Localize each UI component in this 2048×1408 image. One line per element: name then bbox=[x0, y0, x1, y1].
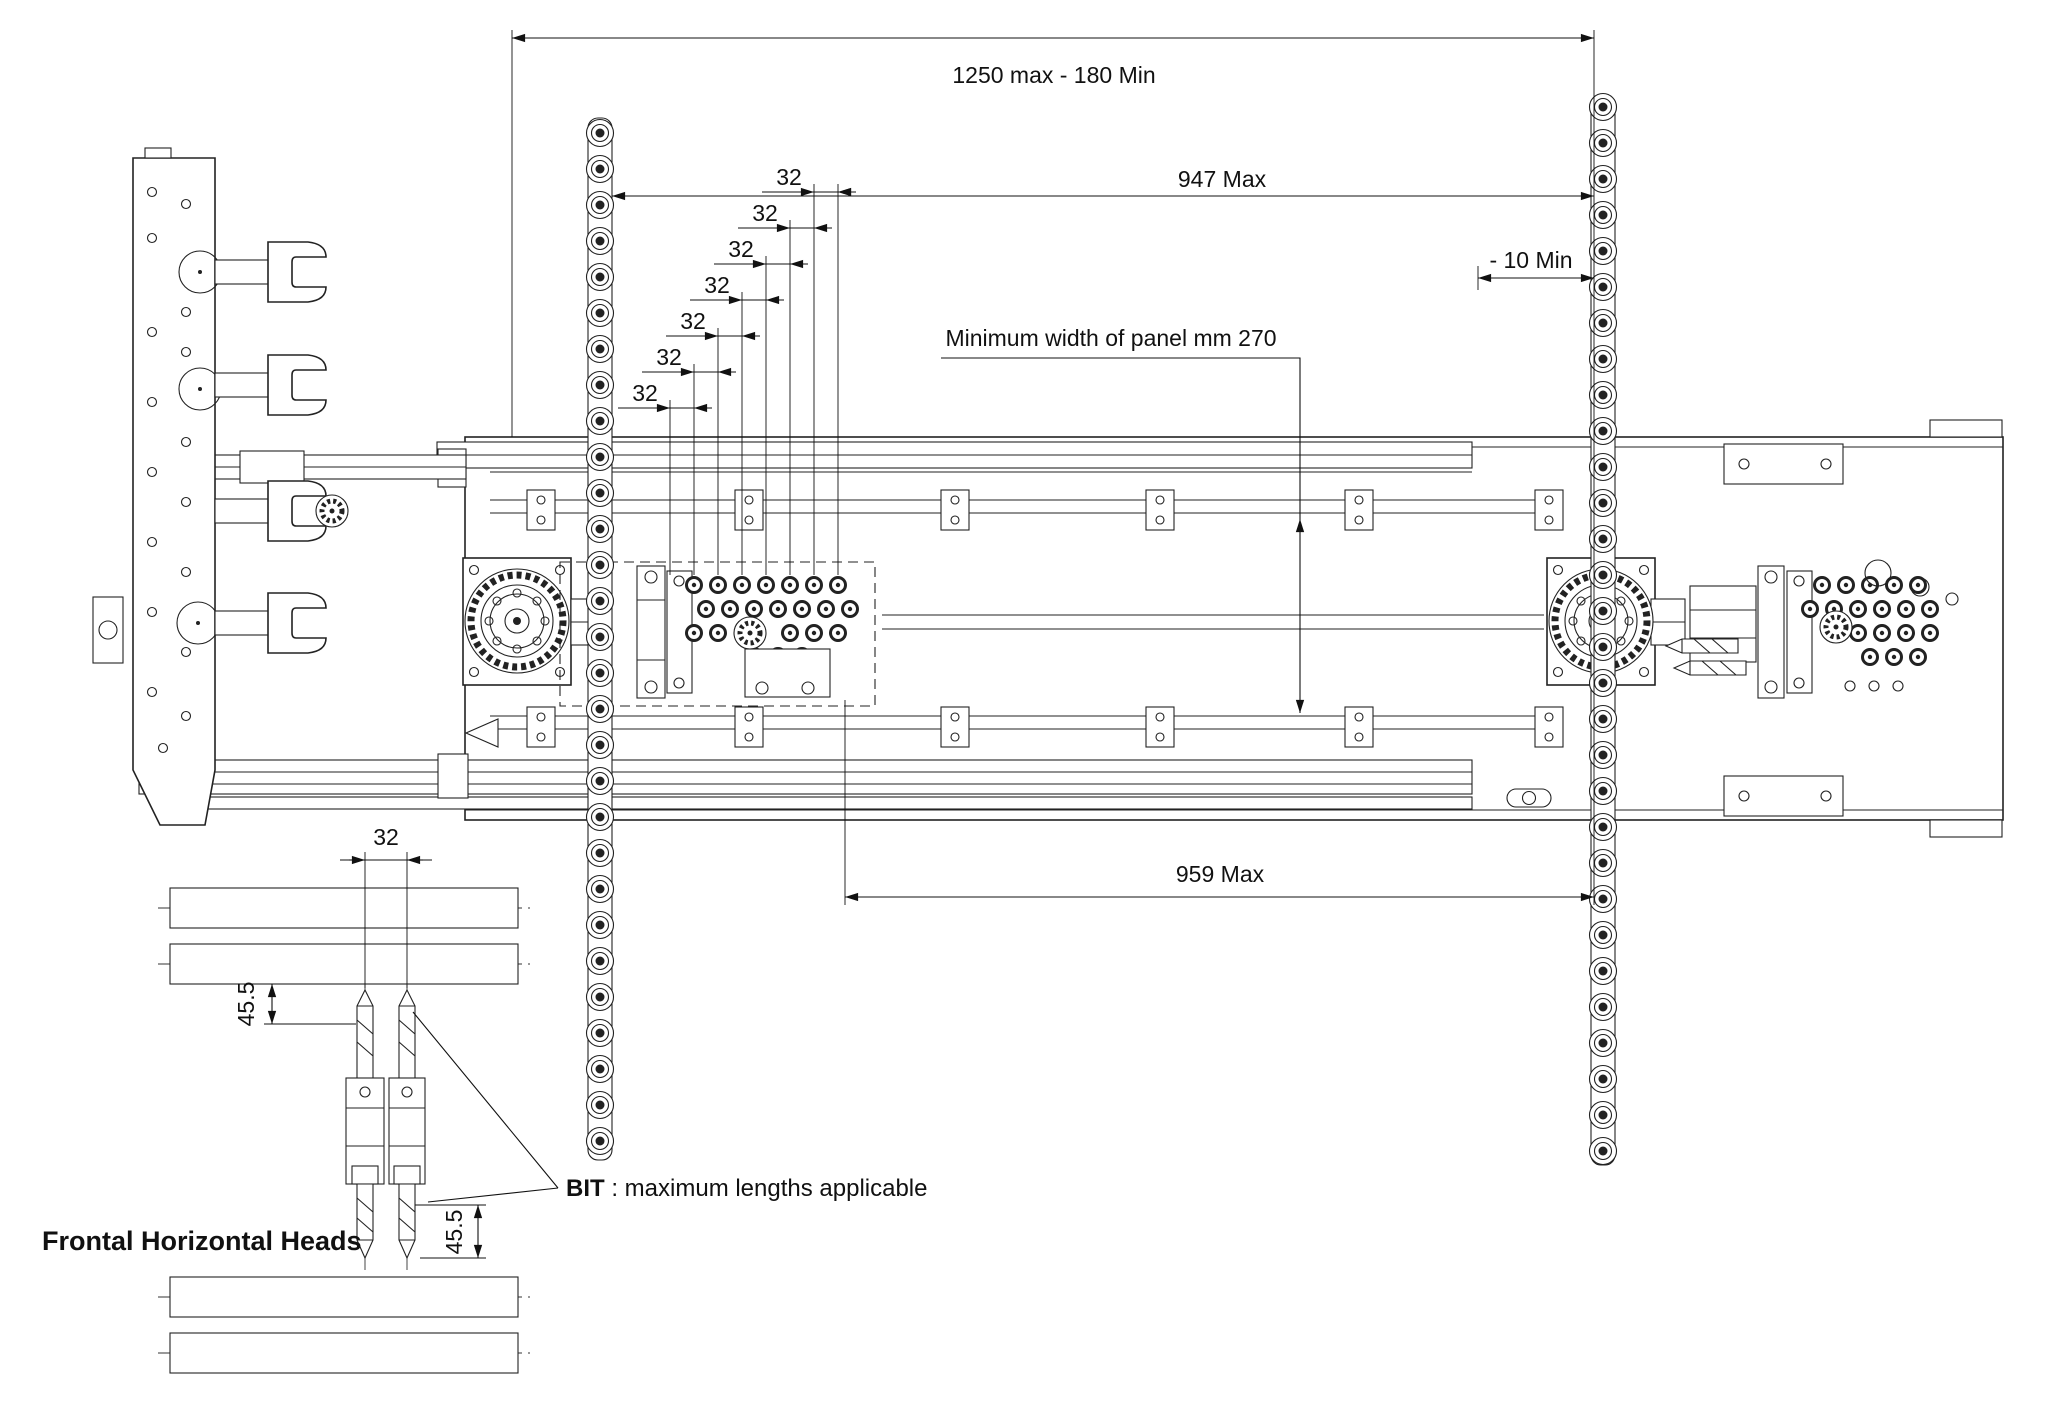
detail-view-title: Frontal Horizontal Heads bbox=[42, 1226, 362, 1256]
clamp-jaws bbox=[214, 241, 348, 654]
dim-pitch: 32 bbox=[680, 308, 706, 334]
dim-overall-travel: 1250 max - 180 Min bbox=[952, 62, 1155, 88]
left-drill-unit bbox=[463, 557, 606, 748]
panel-section bbox=[169, 1276, 519, 1318]
note-bit: BIT : maximum lengths applicable bbox=[566, 1175, 928, 1202]
side-bracket bbox=[92, 596, 124, 664]
guide-rails bbox=[490, 499, 1560, 730]
dim-pitch: 32 bbox=[728, 236, 754, 262]
panel-section bbox=[169, 1332, 519, 1374]
detail-frontal-heads bbox=[158, 887, 530, 1374]
dim-bit-depth-lower: 45.5 bbox=[441, 1210, 467, 1255]
gear-head-left bbox=[465, 569, 569, 673]
right-drill-cluster bbox=[1665, 559, 1959, 699]
drill-bit-up bbox=[398, 989, 416, 1079]
dim-959-max: 959 Max bbox=[1176, 861, 1265, 887]
left-drill-cluster bbox=[559, 561, 876, 707]
dim-10-min: - 10 Min bbox=[1489, 247, 1572, 273]
pitch-dimensions: 32 32 32 32 32 32 32 bbox=[618, 164, 856, 413]
dim-pitch: 32 bbox=[632, 380, 658, 406]
lower-head-block bbox=[744, 648, 831, 698]
dim-bit-depth-upper: 45.5 bbox=[233, 982, 259, 1027]
dim-pitch: 32 bbox=[704, 272, 730, 298]
drill-bit-up bbox=[356, 989, 374, 1079]
note-bit-label: BIT bbox=[566, 1175, 605, 1202]
drive-gear bbox=[1820, 611, 1852, 643]
panel-section bbox=[169, 887, 519, 929]
horizontal-drill-bit bbox=[1673, 660, 1747, 676]
dim-pitch: 32 bbox=[776, 164, 802, 190]
knurled-roller bbox=[316, 495, 348, 527]
horizontal-drill-bit bbox=[1665, 638, 1739, 654]
slot bbox=[1506, 788, 1552, 808]
spindle-block bbox=[1786, 570, 1813, 694]
bottom-fence-rail bbox=[138, 759, 1473, 795]
mounting-pad-bottom bbox=[1723, 775, 1844, 817]
dim-pitch: 32 bbox=[656, 344, 682, 370]
spindle-block bbox=[1757, 565, 1785, 699]
right-roller-chain bbox=[1588, 92, 1618, 1166]
spindle-block bbox=[636, 565, 666, 699]
note-bit-text: : maximum lengths applicable bbox=[605, 1175, 928, 1202]
bed-tab-top bbox=[1929, 419, 2003, 438]
dimension-annotations: 1250 max - 180 Min 947 Max - 10 Min 32 3… bbox=[42, 30, 1595, 1259]
clamp-fixture bbox=[92, 147, 467, 826]
bed-tab-bottom bbox=[1929, 819, 2003, 838]
mounting-pad-top bbox=[1723, 443, 1844, 485]
dim-947-max: 947 Max bbox=[1178, 166, 1267, 192]
dim-pitch-detail: 32 bbox=[373, 824, 399, 850]
stop-pointer bbox=[464, 718, 499, 748]
panel-section bbox=[169, 943, 519, 985]
phantom-panel-outline bbox=[559, 561, 876, 707]
dim-pitch: 32 bbox=[752, 200, 778, 226]
note-panel-min-width: Minimum width of panel mm 270 bbox=[945, 325, 1276, 351]
drive-gear bbox=[734, 617, 766, 649]
left-roller-chain bbox=[585, 117, 615, 1161]
drill-bit-down bbox=[398, 1183, 416, 1259]
clamp-plate bbox=[132, 157, 216, 826]
